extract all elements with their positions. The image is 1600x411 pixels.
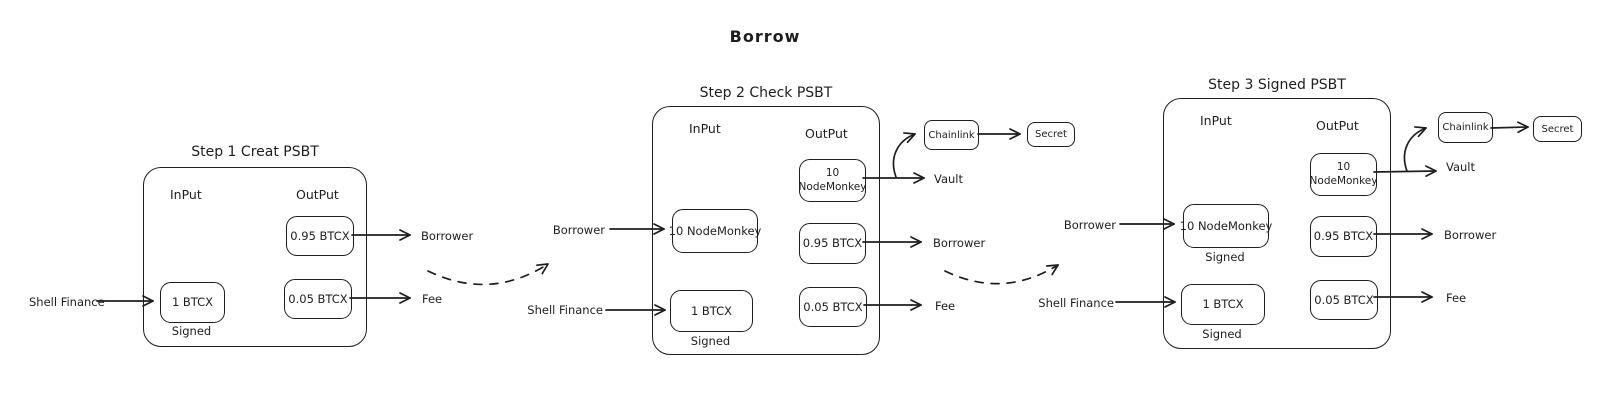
step1-signed-note: Signed — [171, 324, 212, 338]
arrow-step3-chainlink-to-secret — [1490, 121, 1529, 134]
step3-signed-note-2: Signed — [1202, 327, 1242, 341]
step2-box: Step 2 Check PSBT InPut OutPut 10 NodeMo… — [527, 85, 985, 355]
dashed-arrow-step2-to-step3 — [944, 264, 1059, 285]
step3-output-095btcx: 0.95 BTCX — [1310, 216, 1377, 257]
step2-label: Step 2 Check PSBT — [699, 85, 833, 101]
step2-output-header: OutPut — [805, 126, 848, 141]
step3-label: Step 3 Signed PSBT — [1208, 77, 1346, 93]
step2-secret-node: Secret — [1027, 122, 1075, 147]
step2-output-10nodemonkey-text: 10 NodeMonkey — [798, 167, 867, 193]
step3-input-10nodemonkey: 10 NodeMonkey — [1180, 204, 1272, 248]
dashed-arrow-step1-to-step2 — [427, 263, 549, 286]
step1-target-borrower: Borrower — [421, 229, 474, 243]
arrow-step2-branch-to-chainlink — [892, 132, 916, 178]
step2-input-10nodemonkey: 10 NodeMonkey — [669, 209, 761, 253]
step3-secret-node: Secret — [1533, 116, 1582, 142]
step2-target-borrower: Borrower — [933, 236, 986, 250]
step3-output-10nodemonkey: 10 NodeMonkey — [1310, 153, 1377, 196]
step2-output-095btcx: 0.95 BTCX — [799, 223, 866, 264]
step2-source-borrower: Borrower — [552, 223, 605, 237]
step2-source-shell-finance: Shell Finance — [527, 303, 603, 317]
step3-source-borrower: Borrower — [1063, 218, 1116, 232]
step3-output-10nodemonkey-text: 10 NodeMonkey — [1309, 161, 1378, 187]
step3-input-header: InPut — [1200, 113, 1232, 128]
step3-output-005btcx: 0.05 BTCX — [1310, 280, 1378, 320]
step2-output-10nodemonkey: 10 NodeMonkey — [799, 159, 866, 202]
step3-chainlink-node: Chainlink — [1438, 112, 1493, 143]
step1-label: Step 1 Creat PSBT — [191, 144, 319, 160]
step1-box: Step 1 Creat PSBT InPut OutPut 0.95 BTCX… — [29, 144, 473, 347]
step2-output-005btcx: 0.05 BTCX — [799, 287, 867, 327]
step1-target-fee: Fee — [422, 292, 443, 306]
step2-target-fee: Fee — [935, 299, 956, 313]
step1-output-header: OutPut — [296, 187, 339, 202]
step3-box: Step 3 Signed PSBT InPut OutPut 10 NodeM… — [1038, 77, 1496, 349]
diagram-title: Borrow — [729, 27, 801, 46]
step1-output-005btcx: 0.05 BTCX — [284, 279, 352, 319]
step3-target-fee: Fee — [1446, 291, 1467, 305]
step2-target-vault: Vault — [934, 172, 964, 186]
step3-signed-note-1: Signed — [1205, 250, 1245, 264]
step3-source-shell-finance: Shell Finance — [1038, 296, 1114, 310]
step1-input-1btcx: 1 BTCX — [160, 282, 225, 323]
step3-target-borrower: Borrower — [1444, 228, 1497, 242]
step3-output-header: OutPut — [1316, 118, 1359, 133]
step2-input-header: InPut — [689, 121, 721, 136]
step2-input-1btcx: 1 BTCX — [670, 290, 753, 332]
step1-source-shell-finance: Shell Finance — [29, 295, 105, 309]
step3-target-vault: Vault — [1446, 160, 1476, 174]
step2-signed-note: Signed — [690, 334, 731, 348]
step1-output-095btcx: 0.95 BTCX — [286, 216, 354, 256]
arrow-step3-branch-to-chainlink — [1403, 126, 1427, 172]
step3-input-1btcx: 1 BTCX — [1181, 284, 1265, 325]
step2-chainlink-node: Chainlink — [924, 120, 979, 150]
step1-input-header: InPut — [170, 187, 202, 202]
